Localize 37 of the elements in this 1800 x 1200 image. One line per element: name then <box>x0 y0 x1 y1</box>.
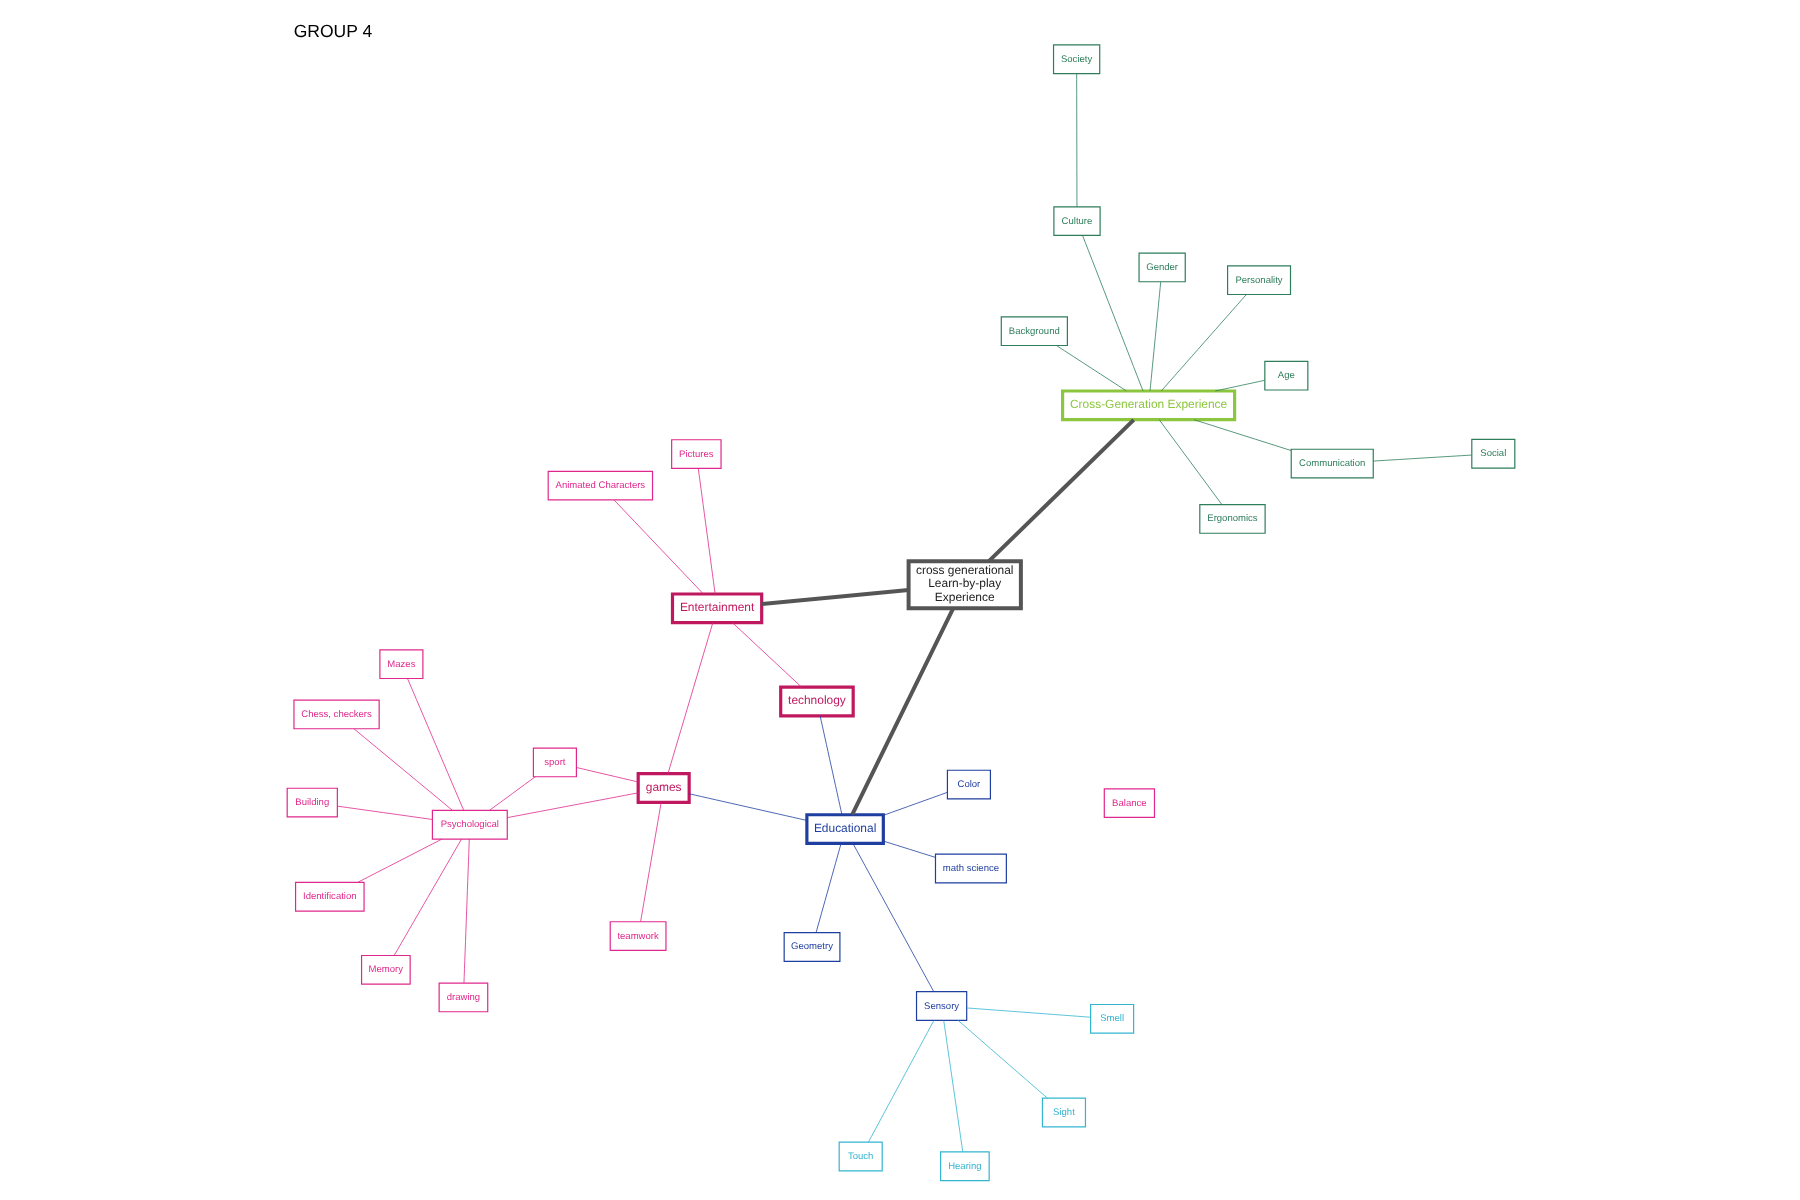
connector <box>406 678 464 811</box>
connector <box>352 728 452 811</box>
connector <box>506 792 638 818</box>
connector <box>392 838 461 956</box>
connector <box>1081 235 1143 392</box>
connector <box>1148 281 1161 392</box>
connector <box>639 802 661 922</box>
connector <box>336 805 432 820</box>
connector <box>612 499 703 595</box>
connector <box>696 468 715 595</box>
connector <box>867 1020 934 1143</box>
connector <box>849 607 954 816</box>
diagram-title: GROUP 4 <box>292 20 372 41</box>
connector <box>851 843 934 992</box>
connector <box>1213 379 1264 392</box>
connector <box>356 838 442 883</box>
connector <box>882 791 947 816</box>
connector <box>1192 419 1291 451</box>
connector <box>1055 345 1126 392</box>
connector <box>760 588 908 607</box>
connector <box>882 840 935 858</box>
connector <box>965 1007 1090 1018</box>
connector <box>575 767 638 783</box>
connector <box>687 793 807 821</box>
connector <box>462 838 469 984</box>
connector <box>818 715 842 815</box>
connector <box>942 1020 963 1153</box>
connector <box>814 843 841 933</box>
connector <box>1075 73 1077 208</box>
connector <box>1157 419 1222 505</box>
connector <box>956 1020 1047 1099</box>
connector <box>731 622 801 688</box>
connector <box>986 418 1135 563</box>
connector <box>488 776 535 811</box>
connector <box>666 622 713 774</box>
connector <box>1371 454 1471 462</box>
connector <box>1159 294 1246 392</box>
